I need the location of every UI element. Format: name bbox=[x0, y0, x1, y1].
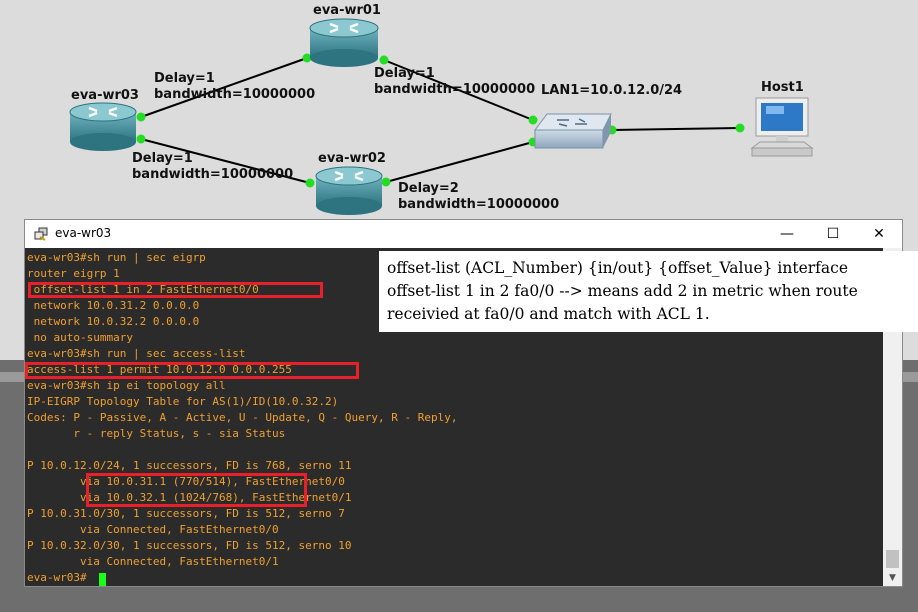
terminal-line: via Connected, FastEthernet0/1 bbox=[27, 555, 279, 568]
highlight-offset-list bbox=[28, 282, 323, 298]
switch-icon[interactable] bbox=[534, 113, 612, 149]
terminal-line: P 10.0.32.0/30, 1 successors, FD is 512,… bbox=[27, 539, 352, 552]
terminal-line: r - reply Status, s - sia Status bbox=[27, 427, 286, 440]
terminal-line: offset-list 1 in 2 FastEthernet0/0 bbox=[27, 283, 259, 296]
annotation-line: offset-list (ACL_Number) {in/out} {offse… bbox=[387, 259, 848, 277]
link-status-dot bbox=[528, 115, 538, 125]
maximize-button[interactable]: ☐ bbox=[810, 220, 856, 248]
topology-diagram bbox=[69, 18, 814, 215]
terminal-line: eva-wr03#sh ip ei topology all bbox=[27, 379, 226, 392]
putty-icon bbox=[34, 227, 48, 241]
maximize-icon: ☐ bbox=[826, 226, 840, 242]
link-wr03-wr01 bbox=[140, 57, 308, 118]
link-status-dot bbox=[381, 177, 391, 187]
terminal-line: via Connected, FastEthernet0/0 bbox=[27, 523, 279, 536]
terminal-line: no auto-summary bbox=[27, 331, 133, 344]
vertical-scrollbar[interactable]: ▲ ▼ bbox=[883, 248, 902, 586]
link-delay-label: Delay=1 bbox=[132, 151, 193, 166]
router-icon[interactable] bbox=[69, 102, 137, 151]
link-sw-host bbox=[611, 127, 741, 131]
terminal-line: router eigrp 1 bbox=[27, 267, 120, 280]
terminal-line: eva-wr03#sh run | sec access-list bbox=[27, 347, 246, 360]
terminal-line: Codes: P - Passive, A - Active, U - Upda… bbox=[27, 411, 458, 424]
annotation-line: offset-list 1 in 2 fa0/0 --> means add 2… bbox=[387, 282, 858, 300]
router-icon[interactable] bbox=[309, 18, 379, 67]
terminal-line: P 10.0.12.0/24, 1 successors, FD is 768,… bbox=[27, 459, 352, 472]
link-bandwidth-label: bandwidth=10000000 bbox=[398, 197, 560, 212]
link-delay-label: Delay=2 bbox=[398, 181, 459, 196]
terminal-cursor bbox=[99, 573, 106, 586]
close-icon: ✕ bbox=[873, 226, 885, 242]
link-delay-label: Delay=1 bbox=[154, 71, 215, 86]
terminal-line: via 10.0.31.1 (770/514), FastEthernet0/0 bbox=[27, 475, 345, 488]
minimize-button[interactable]: — bbox=[764, 220, 810, 248]
close-button[interactable]: ✕ bbox=[856, 220, 902, 248]
router-label-wr02: eva-wr02 bbox=[318, 151, 386, 166]
terminal-prompt: eva-wr03# bbox=[27, 571, 87, 584]
terminal-line: access-list 1 permit 10.0.12.0 0.0.0.255 bbox=[27, 363, 292, 376]
link-bandwidth-label: bandwidth=10000000 bbox=[154, 87, 316, 102]
terminal-line: network 10.0.32.2 0.0.0.0 bbox=[27, 315, 200, 328]
link-wr02-sw bbox=[385, 141, 534, 183]
annotation-line: receivied at fa0/0 and match with ACL 1. bbox=[387, 305, 710, 323]
switch-label: LAN1=10.0.12.0/24 bbox=[541, 83, 683, 98]
host-label: Host1 bbox=[761, 80, 804, 95]
terminal-line: eva-wr03#sh run | sec eigrp bbox=[27, 251, 206, 264]
link-wr01-sw bbox=[383, 59, 534, 121]
link-bandwidth-label: bandwidth=10000000 bbox=[374, 82, 536, 97]
minimize-icon: — bbox=[780, 226, 794, 242]
link-status-dot bbox=[305, 178, 315, 188]
scrollbar-thumb[interactable] bbox=[886, 550, 899, 568]
highlight-access-list bbox=[25, 362, 359, 379]
router-label-wr01: eva-wr01 bbox=[313, 3, 381, 18]
link-status-dot bbox=[136, 112, 146, 122]
title-bar[interactable]: eva-wr03 — ☐ ✕ bbox=[25, 220, 902, 248]
annotation-box: offset-list (ACL_Number) {in/out} {offse… bbox=[379, 251, 918, 332]
router-icon[interactable] bbox=[315, 166, 383, 215]
highlight-via-routes bbox=[86, 473, 307, 507]
link-status-dot bbox=[136, 134, 146, 144]
terminal-line: P 10.0.31.0/30, 1 successors, FD is 512,… bbox=[27, 507, 345, 520]
link-status-dot bbox=[379, 55, 389, 65]
terminal-line: IP-EIGRP Topology Table for AS(1)/ID(10.… bbox=[27, 395, 339, 408]
link-status-dot bbox=[302, 53, 312, 63]
link-wr03-wr02 bbox=[140, 138, 311, 184]
link-bandwidth-label: bandwidth=10000000 bbox=[132, 167, 294, 182]
terminal-line: network 10.0.31.2 0.0.0.0 bbox=[27, 299, 200, 312]
link-delay-label: Delay=1 bbox=[374, 66, 435, 81]
scroll-down-arrow-icon[interactable]: ▼ bbox=[889, 572, 896, 583]
window-title: eva-wr03 bbox=[55, 226, 112, 240]
host-pc-icon[interactable] bbox=[750, 97, 814, 157]
link-status-dot bbox=[735, 123, 745, 133]
terminal-line: via 10.0.32.1 (1024/768), FastEthernet0/… bbox=[27, 491, 352, 504]
router-label-wr03: eva-wr03 bbox=[71, 88, 139, 103]
